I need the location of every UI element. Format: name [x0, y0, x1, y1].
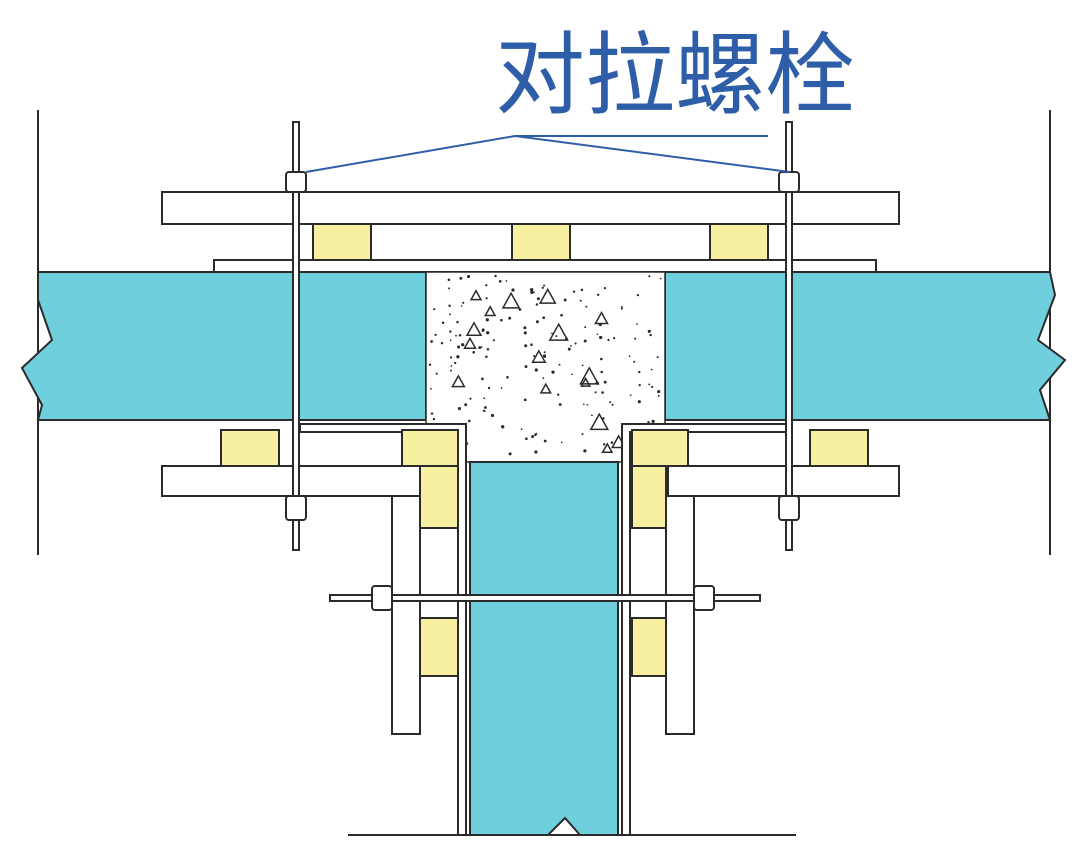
vertical-spacer-right-lower	[631, 617, 667, 677]
vertical-spacer-left-upper	[419, 465, 459, 529]
lower-spacer-left	[220, 429, 280, 467]
top-spacer-left	[312, 223, 372, 261]
nut-icon	[371, 585, 393, 611]
vertical-spacer-right-upper	[631, 465, 667, 529]
left-wall-slab	[20, 271, 427, 421]
vertical-plank-right	[665, 495, 695, 735]
vertical-spacer-left-lower	[419, 617, 459, 677]
corner-spacer-left	[401, 429, 459, 467]
top-spacer-right	[709, 223, 769, 261]
nut-icon	[778, 495, 800, 521]
lower-right-plank	[667, 465, 900, 497]
tie-bolt-left	[292, 121, 300, 551]
right-wall-slab	[664, 271, 1067, 421]
top-spacer-middle	[511, 223, 571, 261]
lower-left-plank	[161, 465, 421, 497]
tie-bolt-horizontal	[329, 594, 761, 602]
top-plank	[161, 191, 900, 225]
leader-line	[305, 134, 791, 173]
nut-icon	[285, 171, 307, 193]
vertical-plank-left	[391, 495, 421, 735]
lower-wall	[469, 461, 619, 836]
nut-icon	[693, 585, 715, 611]
nut-icon	[285, 495, 307, 521]
top-thin-plate	[213, 259, 877, 273]
corner-spacer-right	[631, 429, 689, 467]
tie-bolt-right	[785, 121, 793, 551]
tie-bolt-label: 对拉螺栓	[495, 23, 855, 128]
nut-icon	[778, 171, 800, 193]
lower-spacer-right	[809, 429, 869, 467]
